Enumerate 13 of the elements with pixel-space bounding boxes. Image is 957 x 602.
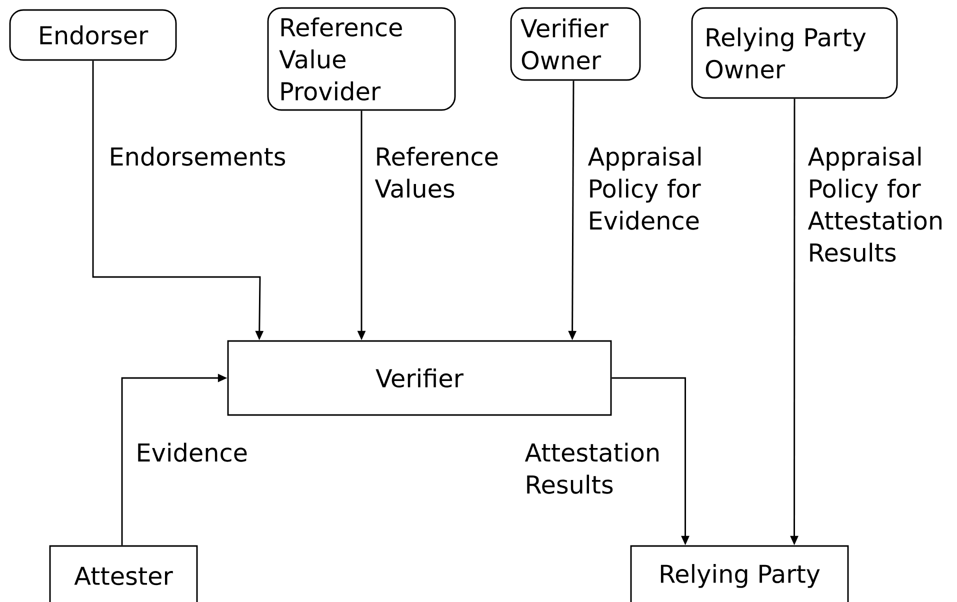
rounded-box: Relying Party Owner bbox=[691, 7, 898, 99]
edge-label: Appraisal Policy for Evidence bbox=[588, 146, 701, 230]
edge-label: Evidence bbox=[138, 442, 247, 462]
edge-label: Endorsements bbox=[111, 146, 286, 166]
edge-label: Attestation Results bbox=[524, 442, 658, 494]
process-box: Verifier bbox=[227, 340, 612, 416]
edge-label: Appraisal Policy for Attestation Results bbox=[808, 146, 942, 262]
process-box: Attester bbox=[49, 545, 198, 602]
process-box: Relying Party bbox=[630, 545, 849, 602]
edge-label: Reference Values bbox=[374, 146, 498, 198]
rounded-box: Reference Value Provider bbox=[267, 7, 456, 111]
rounded-box: Endorser bbox=[9, 9, 177, 61]
rounded-box: Verifier Owner bbox=[510, 7, 641, 81]
